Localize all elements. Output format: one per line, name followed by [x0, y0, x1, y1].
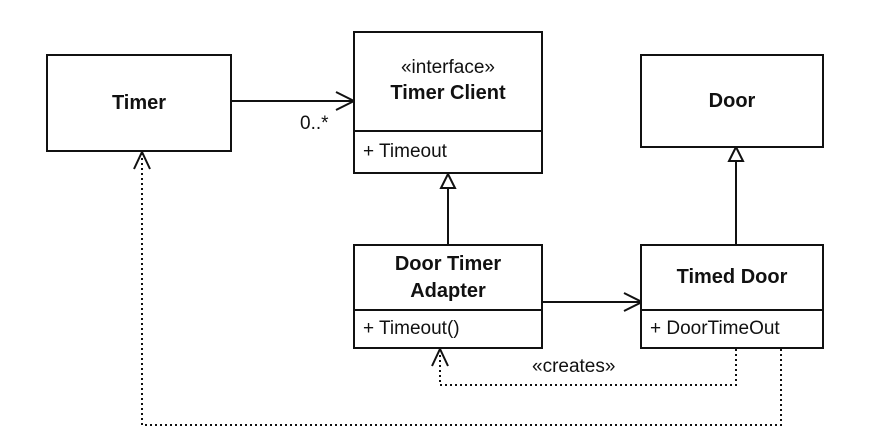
association-timer-to-timer-client [231, 91, 357, 111]
class-door-timer-adapter-name-line2: Adapter [410, 279, 486, 302]
class-timer-client-name-compartment: «interface» Timer Client [355, 33, 541, 130]
class-timed-door-name: Timed Door [676, 266, 788, 288]
class-timer-client: «interface» Timer Client + Timeout [353, 31, 543, 174]
class-timer-client-operation: + Timeout [363, 141, 447, 162]
creates-stereotype-label: «creates» [532, 356, 616, 377]
class-timer-client-operations: + Timeout [355, 130, 541, 172]
class-door-timer-adapter-operations: + Timeout() [355, 309, 541, 347]
class-timed-door-name-compartment: Timed Door [642, 246, 822, 309]
dependency-timed-door-creates-adapter [431, 346, 737, 386]
class-timed-door: Timed Door + DoorTimeOut [640, 244, 824, 349]
class-door-name-compartment: Door [642, 56, 822, 146]
class-timed-door-operation: + DoorTimeOut [650, 318, 780, 339]
class-door-timer-adapter-operation: + Timeout() [363, 318, 460, 339]
class-timer-client-name: Timer Client [390, 82, 506, 104]
class-door: Door [640, 54, 824, 148]
multiplicity-label: 0..* [300, 113, 329, 134]
class-timer-name-compartment: Timer [48, 56, 230, 150]
class-door-timer-adapter-name-line1: Door Timer [394, 252, 502, 275]
class-door-name: Door [708, 89, 756, 112]
realization-adapter-to-timer-client [439, 171, 457, 245]
association-adapter-to-timed-door [543, 292, 645, 312]
class-door-timer-adapter-name-compartment: Door Timer Adapter [355, 246, 541, 309]
class-timer-name: Timer [111, 91, 167, 114]
generalization-timed-door-to-door [727, 144, 745, 245]
class-door-timer-adapter: Door Timer Adapter + Timeout() [353, 244, 543, 349]
class-timer-client-stereotype: «interface» [400, 57, 495, 78]
dependency-timed-door-creates-timer [133, 149, 782, 426]
class-timer: Timer [46, 54, 232, 152]
class-timed-door-operations: + DoorTimeOut [642, 309, 822, 347]
